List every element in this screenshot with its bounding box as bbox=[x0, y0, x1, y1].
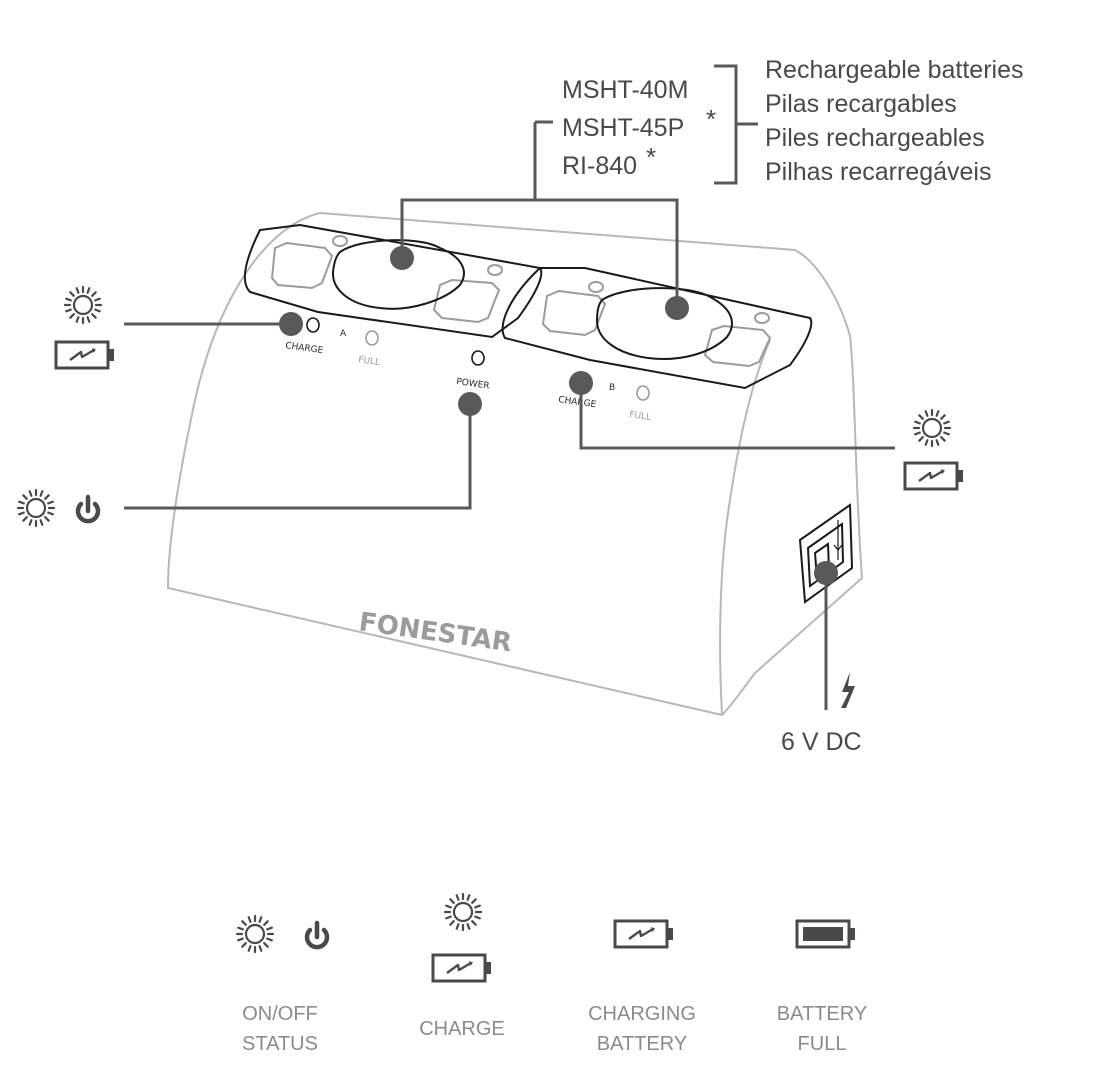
battery-type-en: Rechargeable batteries bbox=[765, 56, 1024, 84]
slot-a-label: A bbox=[340, 329, 347, 339]
charging-battery-icon bbox=[613, 919, 675, 949]
charging-battery-icon bbox=[903, 461, 965, 491]
lightning-bolt-icon bbox=[841, 672, 855, 708]
battery-type-pt: Pilhas recarregáveis bbox=[765, 158, 992, 186]
full-battery-icon bbox=[795, 919, 855, 949]
power-icon bbox=[307, 923, 327, 947]
battery-type-es: Pilas recargables bbox=[765, 90, 957, 118]
full-label-a: FULL bbox=[358, 355, 381, 368]
charging-battery-icon bbox=[54, 340, 116, 370]
legend-onoff-line2: STATUS bbox=[242, 1033, 318, 1055]
led-light-icon bbox=[443, 892, 483, 932]
charge-label-b: CHARGE bbox=[558, 395, 597, 410]
legend-charging-line1: CHARGING bbox=[588, 1003, 696, 1025]
dc-input-label: 6 V DC bbox=[781, 728, 862, 756]
legend-charge: CHARGE bbox=[419, 1018, 505, 1040]
callout-lines bbox=[124, 64, 895, 710]
battery-type-fr: Piles rechargeables bbox=[765, 124, 985, 152]
legend-full-line1: BATTERY bbox=[777, 1003, 867, 1025]
model-msht-40m: MSHT-40M bbox=[562, 76, 688, 104]
model-msht-45p: MSHT-45P bbox=[562, 114, 684, 142]
dc-jack-icon bbox=[798, 503, 854, 604]
legend: ON/OFF STATUS CHARGE CHARGING BATTERY BA… bbox=[235, 892, 867, 1055]
legend-full-line2: FULL bbox=[798, 1033, 847, 1055]
top-panel bbox=[243, 223, 813, 390]
callout-dots bbox=[279, 246, 838, 585]
led-light-icon bbox=[912, 408, 952, 448]
brand-logo-text: FONESTAR bbox=[357, 607, 514, 658]
asterisk-mark: * bbox=[706, 104, 716, 134]
model-ri-840: RI-840 bbox=[562, 152, 637, 180]
led-light-icon bbox=[235, 914, 275, 954]
led-light-icon bbox=[63, 285, 103, 325]
power-label: POWER bbox=[456, 377, 490, 392]
charge-label-a: CHARGE bbox=[285, 341, 324, 356]
full-label-b: FULL bbox=[629, 410, 652, 423]
led-light-icon bbox=[16, 488, 56, 528]
charging-battery-icon bbox=[431, 953, 493, 983]
slot-b-label: B bbox=[609, 383, 615, 393]
charger-body bbox=[166, 212, 864, 717]
asterisk-mark: * bbox=[646, 142, 656, 172]
legend-charging-line2: BATTERY bbox=[597, 1033, 687, 1055]
legend-onoff-line1: ON/OFF bbox=[242, 1003, 318, 1025]
power-icon bbox=[78, 497, 98, 521]
